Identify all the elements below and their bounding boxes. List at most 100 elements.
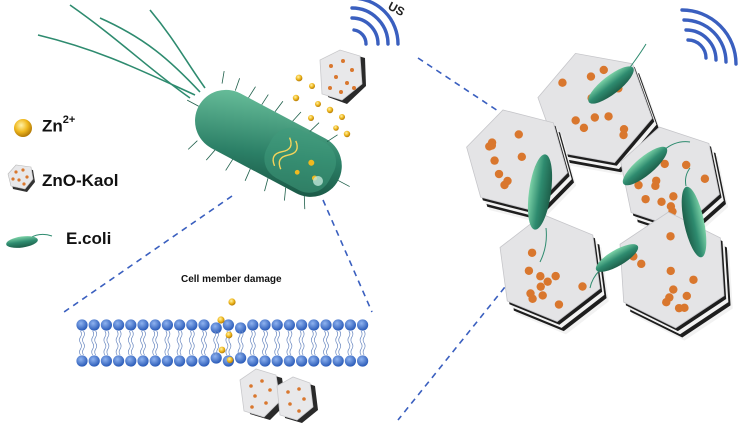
ecoli-cell-4 — [681, 167, 707, 258]
membrane-tail — [228, 342, 232, 356]
membrane-tail — [188, 330, 192, 344]
membrane-tail — [274, 330, 278, 344]
membrane-tail — [338, 342, 342, 356]
membrane-tail — [362, 342, 366, 356]
membrane-tail — [191, 342, 195, 356]
membrane-head-bottom — [344, 355, 356, 367]
membrane-head-bottom — [247, 355, 259, 367]
membrane-tail — [298, 342, 302, 356]
zno-nanoparticle-dot — [681, 160, 691, 170]
ultrasound-wave-icon-left — [350, 0, 400, 46]
zno-nanoparticle-dot — [666, 232, 675, 241]
membrane-head-bottom — [283, 355, 295, 367]
zno-nanoparticle-dot — [590, 113, 600, 122]
membrane-tail — [225, 342, 229, 356]
membrane-damage-caption: Cell member damage — [181, 274, 282, 285]
membrane-head-top — [259, 319, 271, 331]
membrane-tail — [106, 330, 110, 344]
zno-nanoparticle-dot — [524, 266, 534, 275]
membrane-tail — [289, 342, 293, 356]
membrane-tail — [91, 342, 95, 356]
membrane-head-bottom — [149, 355, 161, 367]
membrane-head-bottom — [320, 355, 332, 367]
membrane-tail — [274, 342, 278, 356]
membrane-tail — [164, 342, 168, 356]
membrane-tail — [310, 330, 314, 344]
membrane-head-bottom — [235, 352, 247, 364]
membrane-tail — [115, 342, 119, 356]
zno-nanoparticle-dot — [586, 72, 596, 81]
membrane-tail — [155, 342, 159, 356]
legend-zno-kaol-label: ZnO-Kaol — [42, 171, 119, 190]
membrane-head-bottom — [357, 355, 369, 367]
zno-kaol-particle-top — [319, 49, 366, 104]
zno-nanoparticle-dot — [578, 282, 587, 291]
legend-zinc-label: Zn2+ — [42, 114, 76, 136]
zno-nanoparticle-dot — [674, 303, 684, 313]
membrane-tail — [277, 330, 281, 344]
membrane-tail — [313, 342, 317, 356]
membrane-tail — [140, 342, 143, 356]
membrane-head-top — [174, 319, 186, 331]
membrane-tail — [237, 330, 241, 344]
membrane-tail — [152, 342, 156, 356]
membrane-tail — [313, 330, 317, 344]
membrane-head-top — [296, 319, 308, 331]
membrane-tail — [323, 330, 326, 344]
zno-nanoparticle-dot — [652, 176, 661, 185]
membrane-tail — [176, 342, 180, 356]
membrane-tail — [362, 330, 366, 344]
membrane-tail — [201, 330, 204, 344]
ecoli-cell-2 — [527, 154, 553, 263]
membrane-tail — [350, 330, 354, 344]
zno-nanoparticle-dot — [700, 174, 710, 183]
membrane-tail — [338, 330, 342, 344]
membrane-tail — [82, 330, 85, 344]
ecoli-icon — [6, 233, 53, 248]
legend-ecoli-label: E.coli — [66, 229, 112, 248]
zno-nanoparticle-dot — [666, 202, 676, 211]
membrane-head-top — [137, 319, 149, 331]
zno-nanoparticle-dot — [514, 130, 523, 139]
membrane-head-bottom — [198, 355, 210, 367]
membrane-tail — [127, 330, 131, 344]
zno-nanoparticle-dot — [554, 300, 564, 309]
ecoli-cell-5 — [589, 244, 639, 289]
zno-nanoparticle-dot — [487, 141, 497, 150]
membrane-tail — [167, 342, 171, 356]
membrane-head-top — [100, 319, 112, 331]
legend — [6, 119, 53, 248]
ecoli-cell-1 — [588, 43, 647, 104]
membrane-tail — [289, 330, 293, 344]
membrane-head-top — [320, 319, 332, 331]
membrane-tail — [359, 342, 363, 356]
membrane-tail — [326, 342, 329, 356]
membrane-tail — [252, 342, 256, 356]
membrane-tail — [359, 330, 363, 344]
membrane-tail — [94, 342, 98, 356]
zno-nanoparticle-dot — [536, 272, 545, 281]
membrane-tail — [191, 330, 195, 344]
membrane-head-top — [222, 319, 234, 331]
zno-nanoparticle-dot — [527, 248, 537, 257]
membrane-tail — [127, 342, 131, 356]
membrane-tail — [106, 342, 110, 356]
membrane-tail — [240, 330, 244, 344]
membrane-tail — [118, 330, 122, 344]
membrane-tail — [213, 342, 217, 356]
membrane-tail — [265, 330, 268, 344]
membrane-tail — [347, 342, 351, 356]
membrane-head-bottom — [174, 355, 186, 367]
membrane-tail — [140, 330, 143, 344]
zno-nanoparticle-dot — [666, 266, 675, 276]
membrane-tail — [188, 342, 192, 356]
membrane-head-bottom — [161, 355, 173, 367]
ecoli-bacteria-on-cluster — [527, 43, 707, 289]
membrane-head-bottom — [125, 355, 137, 367]
membrane-head-bottom — [271, 355, 283, 367]
membrane-head-top — [76, 319, 88, 331]
zno-nanoparticle-dot — [490, 156, 499, 165]
membrane-tail — [179, 330, 183, 344]
membrane-tail — [204, 330, 207, 344]
